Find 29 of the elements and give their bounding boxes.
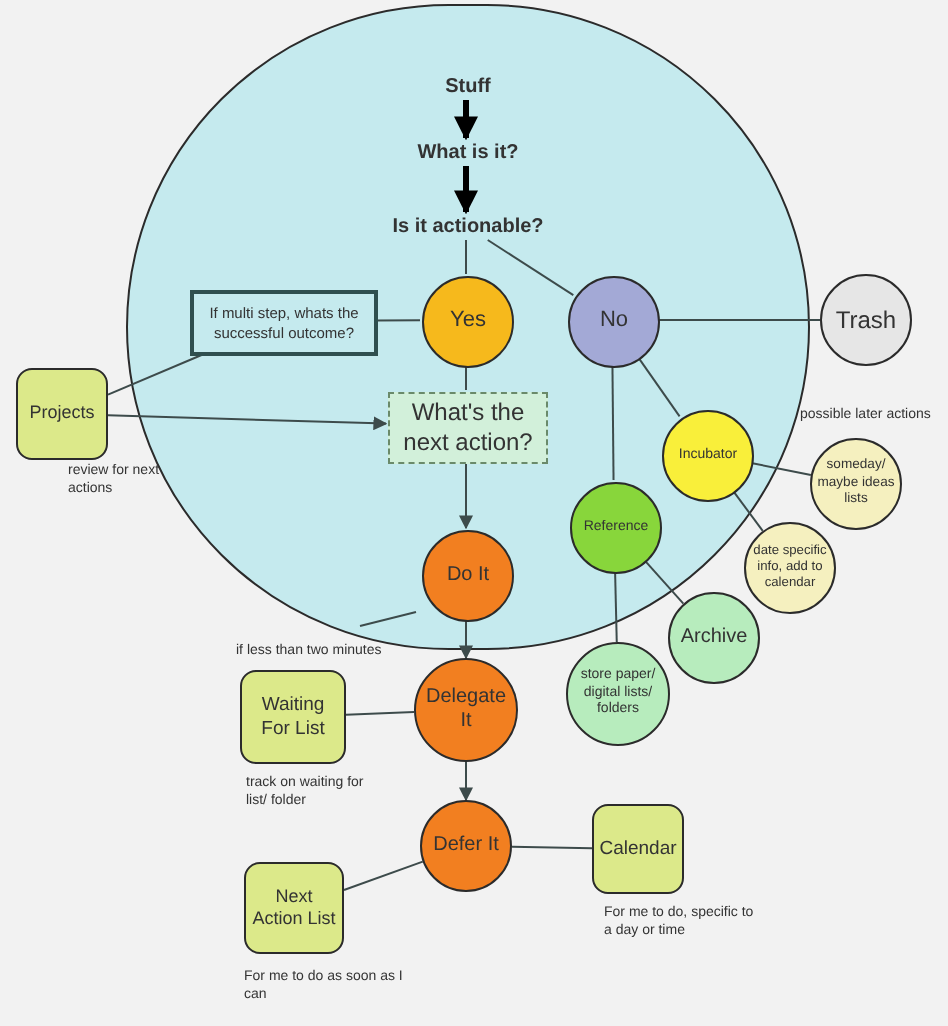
- question-label: Is it actionable?: [368, 214, 568, 242]
- connector: [732, 490, 764, 532]
- connector: [459, 761, 473, 802]
- connector: [465, 239, 467, 275]
- connector: [343, 860, 424, 891]
- step-label: Stuff: [428, 74, 508, 102]
- connector: [611, 365, 615, 481]
- list-box: Calendar: [592, 804, 684, 894]
- connector: [614, 571, 618, 643]
- connector: [465, 365, 467, 391]
- connector: [375, 319, 421, 322]
- connector: [107, 414, 388, 431]
- connector: [643, 559, 685, 605]
- connector: [459, 619, 473, 660]
- process-box: What's the next action?: [388, 392, 548, 464]
- connector: [511, 845, 593, 850]
- connector: [107, 353, 205, 396]
- connector: [454, 100, 478, 141]
- step-label: What is it?: [398, 140, 538, 168]
- connector: [454, 166, 478, 215]
- connector: [637, 356, 681, 418]
- list-box: Waiting For List: [240, 670, 346, 764]
- connector: [345, 711, 416, 716]
- connector: [486, 239, 575, 297]
- connector: [657, 319, 821, 321]
- list-box: Next Action List: [244, 862, 344, 954]
- connector: [459, 461, 473, 530]
- connector: [750, 462, 812, 476]
- list-box: Projects: [16, 368, 108, 460]
